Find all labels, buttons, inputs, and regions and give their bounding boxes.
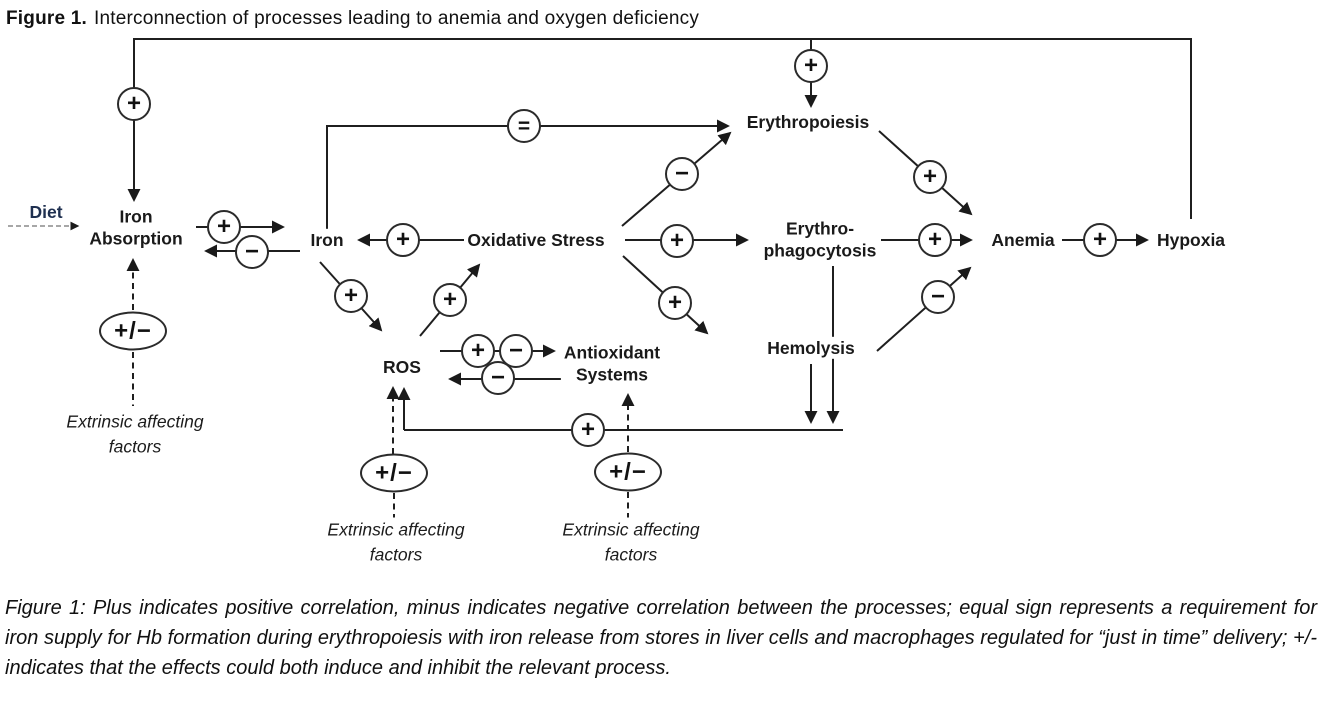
sign-plus-feedback-iron-absorption: + [117,87,151,121]
figure-title-text: Interconnection of processes leading to … [93,8,700,29]
node-hypoxia: Hypoxia [1153,228,1229,252]
sign-minus-iron-to-iron-absorption: − [235,235,269,269]
sign-minus-oxidative-stress-to-erythropoiesis: − [665,157,699,191]
sign-plus-feedback-to-ros: + [571,413,605,447]
node-oxidative-stress: Oxidative Stress [464,228,608,252]
sign-plus-oxidative-stress-to-erythrophagocytosis: + [660,224,694,258]
figure-title: Figure 1. Interconnection of processes le… [6,8,699,30]
sign-plusminus-extrinsic-antioxidant: +/− [594,452,662,492]
figure-caption: Figure 1: Plus indicates positive correl… [5,597,1317,679]
node-iron-absorption: Iron Absorption [86,205,186,251]
figure-title-prefix: Figure 1. [6,8,87,29]
node-iron: Iron [307,228,347,252]
sign-plus-erythrophagocytosis-to-anemia: + [918,223,952,257]
node-ros: ROS [380,355,424,379]
sign-plusminus-extrinsic-ros: +/− [360,453,428,493]
sign-plus-oxidative-stress-to-iron: + [386,223,420,257]
sign-minus-antioxidant-to-ros: − [481,361,515,395]
sign-plus-ros-to-oxidative-stress: + [433,283,467,317]
label-extrinsic-factors-iron-absorption: Extrinsic affecting factors [64,409,206,459]
arrow-hemolysis-to-anemia [876,266,972,352]
node-diet: Diet [29,201,63,222]
sign-plus-erythropoiesis-to-anemia: + [913,160,947,194]
node-erythropoiesis: Erythropoiesis [743,110,873,134]
sign-plus-anemia-to-hypoxia: + [1083,223,1117,257]
sign-plusminus-extrinsic-iron-absorption: +/− [99,311,167,351]
sign-minus-hemolysis-to-anemia: − [921,280,955,314]
label-extrinsic-factors-antioxidant: Extrinsic affecting factors [560,517,702,567]
node-anemia: Anemia [988,228,1058,252]
label-extrinsic-factors-ros: Extrinsic affecting factors [325,517,467,567]
node-antioxidant-systems: Antioxidant Systems [560,341,664,387]
sign-plus-iron-absorption-to-iron: + [207,210,241,244]
node-hemolysis: Hemolysis [764,336,858,360]
node-erythro-phagocytosis: Erythro- phagocytosis [760,217,880,263]
arrow-iron-to-erythropoiesis-equal [326,119,730,233]
sign-plus-oxidative-stress-to-hemolysis: + [658,286,692,320]
sign-plus-feedback-erythropoiesis: + [794,49,828,83]
sign-equal-iron-to-erythropoiesis: = [507,109,541,143]
sign-plus-iron-to-ros: + [334,279,368,313]
